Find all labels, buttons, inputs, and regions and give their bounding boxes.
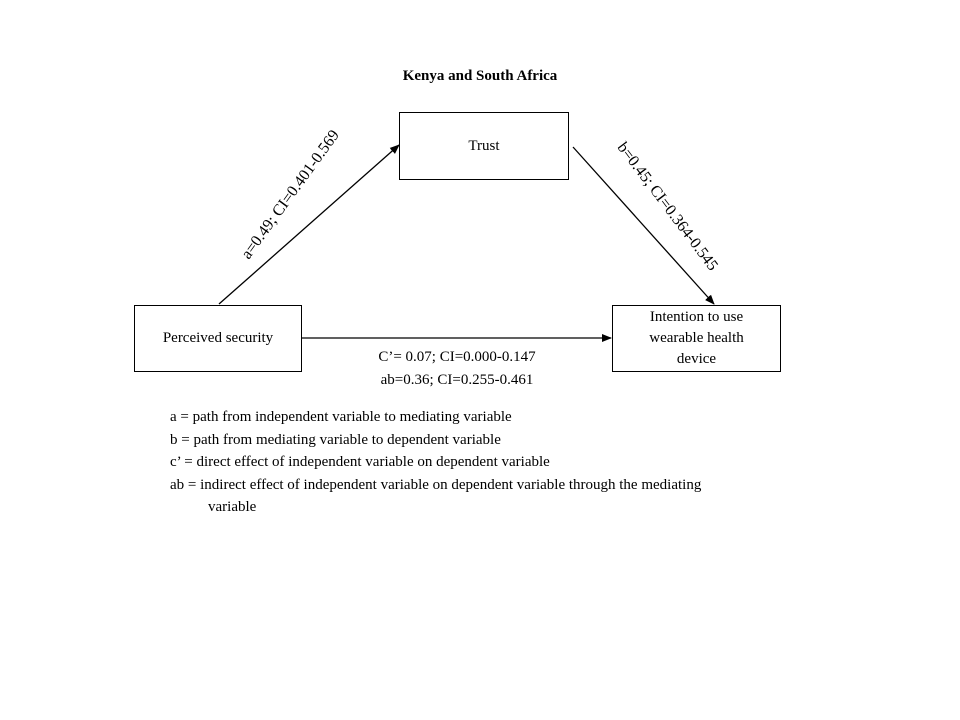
node-trust-label: Trust <box>468 137 500 154</box>
diagram-title: Kenya and South Africa <box>402 68 558 84</box>
node-intention-line: device <box>676 351 717 367</box>
node-intention-label: Intention to use wearable health device <box>649 307 744 370</box>
legend-continuation: variable <box>208 499 257 515</box>
legend-item: c’ = direct effect of independent variab… <box>170 451 870 474</box>
legend-definition: direct effect of independent variable on… <box>196 454 550 470</box>
legend-definition: path from mediating variable to dependen… <box>193 431 501 448</box>
legend: a = path from independent variable to me… <box>170 406 870 519</box>
node-intention-line: wearable health <box>649 330 744 346</box>
legend-key: b = <box>170 431 194 448</box>
path-ab-label: ab=0.36; CI=0.255-0.461 <box>380 372 534 388</box>
legend-item: a = path from independent variable to me… <box>170 406 870 429</box>
legend-definition: indirect effect of independent variable … <box>200 476 702 493</box>
legend-item: ab = indirect effect of independent vari… <box>170 474 870 497</box>
node-intention-line: Intention to use <box>649 309 744 325</box>
path-c-prime-label: C’= 0.07; CI=0.000-0.147 <box>378 349 536 365</box>
legend-item: b = path from mediating variable to depe… <box>170 429 870 452</box>
node-perceived-security: Perceived security <box>134 305 302 372</box>
legend-definition: path from independent variable to mediat… <box>192 409 512 425</box>
arrow-a <box>218 144 400 305</box>
legend-key: a = <box>170 409 193 425</box>
node-perceived-security-label: Perceived security <box>162 330 274 346</box>
node-trust: Trust <box>399 112 569 180</box>
arrow-b <box>572 146 715 305</box>
node-intention: Intention to use wearable health device <box>612 305 781 372</box>
legend-key: c’ = <box>170 454 197 470</box>
legend-key: ab = <box>170 476 201 493</box>
